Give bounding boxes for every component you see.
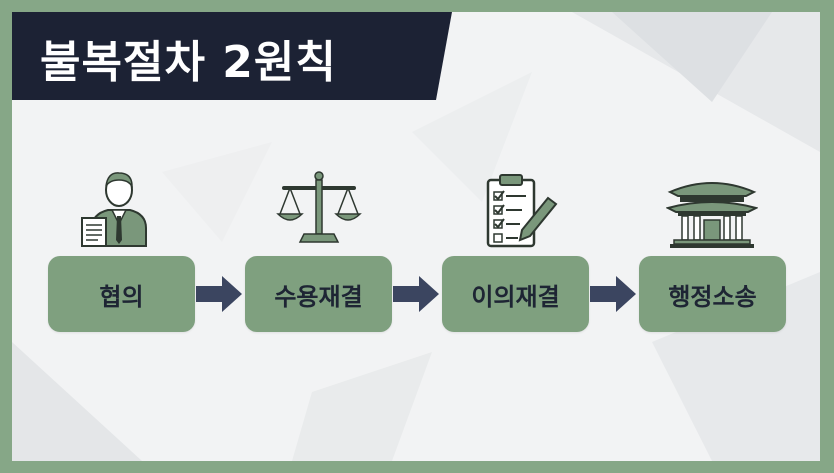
arrow-right-icon <box>196 276 242 312</box>
arrow-right-icon <box>393 276 439 312</box>
slide-frame: 불복절차 2원칙 <box>12 12 820 461</box>
page-title: 불복절차 2원칙 <box>40 37 337 88</box>
clipboard-checklist-icon <box>486 174 558 248</box>
step-administrative-litigation: 행정소송 <box>639 256 786 332</box>
person-with-document-icon <box>81 172 147 247</box>
courthouse-icon <box>666 182 758 248</box>
step-objection-ruling: 이의재결 <box>442 256 589 332</box>
step-consultation: 협의 <box>48 256 195 332</box>
step-expropriation-ruling: 수용재결 <box>245 256 392 332</box>
arrow-right-icon <box>590 276 636 312</box>
title-banner <box>12 12 452 100</box>
scales-of-justice-icon <box>276 171 362 243</box>
